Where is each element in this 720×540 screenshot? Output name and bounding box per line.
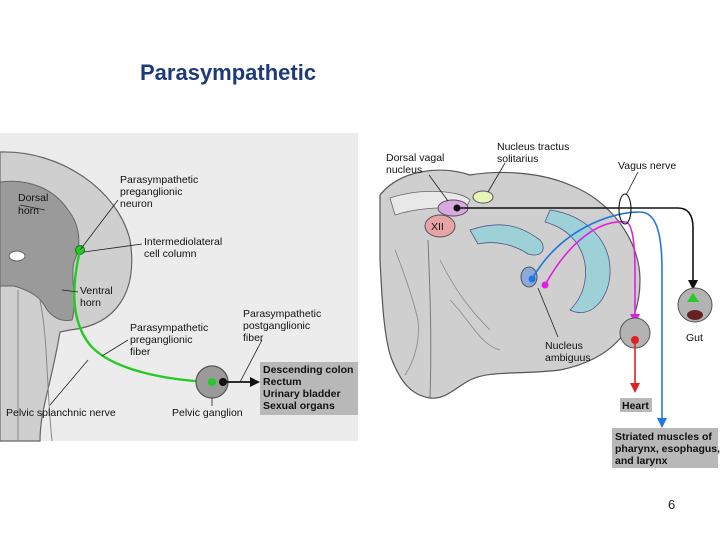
hypoglossal-nucleus — [424, 214, 456, 238]
leader-postganglionic — [239, 339, 263, 383]
label-pelvic-splanchnic-nerve: Pelvic splanchnic nerve — [6, 407, 116, 419]
tract-line-2 — [439, 259, 491, 331]
midline — [427, 239, 432, 399]
vagus-nerve-bundle — [618, 193, 632, 225]
leader-dorsal-vagal — [428, 174, 449, 202]
central-canal — [8, 250, 26, 262]
heart-postganglionic-body — [631, 336, 639, 344]
leader-dorsal-horn — [19, 204, 46, 211]
black-vagal-fiber — [457, 207, 694, 285]
postganglionic-arrowhead — [250, 377, 260, 387]
tract-line-3 — [449, 299, 501, 351]
leader-preganglionic-fiber — [101, 339, 129, 357]
label-gut: Gut — [686, 332, 703, 344]
blue-fiber-arrowhead — [657, 418, 667, 428]
label-preganglionic-fiber: Parasympathetic preganglionic fiber — [130, 322, 211, 358]
leader-nucleus-ambiguus — [537, 287, 559, 338]
striated-label-box — [612, 428, 718, 468]
magenta-fiber — [544, 221, 636, 318]
gut-postganglionic-body — [687, 310, 703, 320]
label-ventral-horn: Ventral horn — [80, 285, 116, 309]
left-panel-spinal-cord: Dorsal horn Parasympathetic preganglioni… — [0, 133, 358, 442]
green-preganglionic-fiber — [73, 249, 213, 384]
leader-intermediolateral — [83, 243, 143, 253]
teal-structure-2 — [469, 224, 544, 256]
tract-line-1 — [394, 249, 419, 376]
heart-arrowhead — [630, 383, 640, 393]
nucleus-tractus-solitarius — [472, 190, 494, 204]
gut-green-neuron — [687, 293, 699, 302]
black-fiber-arrowhead — [688, 280, 698, 290]
label-target-organs: Descending colon Rectum Urinary bladder … — [263, 364, 356, 412]
label-intermediolateral: Intermediolateral cell column — [144, 236, 225, 260]
teal-structure-1 — [544, 209, 611, 313]
heart-label-box — [620, 398, 652, 412]
target-organs-box — [260, 362, 358, 415]
ventral-root — [39, 299, 53, 442]
label-nucleus-tractus: Nucleus tractus solitarius — [497, 141, 572, 165]
label-dorsal-vagal: Dorsal vagal nucleus — [386, 152, 447, 176]
slide-page-number: 6 — [668, 497, 676, 512]
label-vagus-nerve: Vagus nerve — [618, 160, 676, 172]
label-pelvic-ganglion: Pelvic ganglion — [172, 407, 243, 419]
label-xii: XII — [431, 221, 444, 233]
leader-nucleus-tractus — [487, 162, 506, 193]
blue-fiber — [531, 211, 663, 420]
leader-preganglionic-neuron — [79, 199, 119, 251]
gut-ganglion — [677, 287, 713, 323]
label-nucleus-ambiguus: Nucleus ambiguus — [545, 340, 591, 364]
right-panel-brainstem: XII Dorsal vagal nu — [379, 141, 720, 468]
leader-vagus-nerve — [625, 171, 639, 196]
label-heart: Heart — [622, 400, 649, 412]
label-striated-muscles: Striated muscles of pharynx, esophagus, … — [615, 431, 720, 467]
ganglion-synapse-green — [208, 378, 216, 386]
slide-title: Parasympathetic — [140, 60, 317, 85]
label-postganglionic-fiber: Parasympathetic postganglionic fiber — [243, 308, 324, 344]
label-dorsal-horn: Dorsal horn — [18, 192, 51, 217]
leader-pelvic-splanchnic — [49, 359, 89, 406]
label-preganglionic-neuron: Parasympathetic preganglionic neuron — [120, 174, 201, 210]
leader-ventral-horn — [61, 289, 79, 293]
